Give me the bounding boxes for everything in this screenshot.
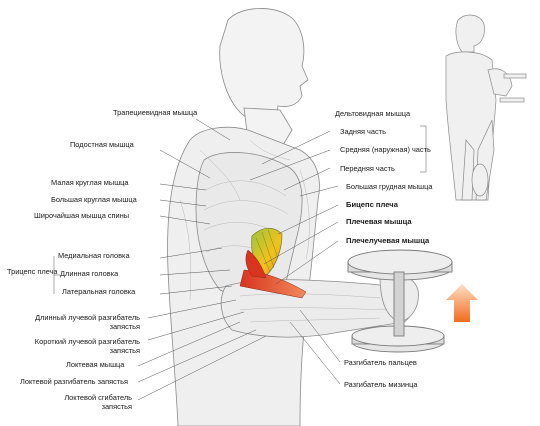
label-deltoid-front: Передняя часть (340, 164, 395, 173)
leader-lines-right (249, 125, 427, 385)
label-biceps: Бицепс плеча (346, 200, 398, 209)
label-teres-major: Большая круглая мышца (51, 195, 137, 204)
label-ecrl: Длинный лучевой разгибатель запястья (16, 313, 140, 331)
label-triceps-medial: Медиальная головка (58, 251, 130, 260)
label-ecrb-line1: Короткий лучевой разгибатель (34, 337, 140, 346)
brachialis-highlight (245, 249, 267, 279)
label-brachialis: Плечевая мышца (346, 217, 412, 226)
label-ext-digiti-minimi: Разгибатель мизинца (344, 380, 418, 389)
label-deltoid: Дельтовидная мышца (335, 109, 411, 118)
label-ecrl-line1: Длинный лучевой разгибатель (35, 313, 140, 322)
label-deltoid-rear: Задняя часть (340, 127, 386, 136)
label-fcu-line1: Локтевой сгибатель (64, 393, 132, 402)
label-pectoralis: Большая грудная мышца (346, 182, 433, 191)
label-anconeus: Локтевая мышца (66, 360, 125, 369)
label-triceps-lateral: Латеральная головка (62, 287, 136, 296)
label-ecrb-line2: запястья (109, 346, 140, 355)
label-triceps-long: Длинная головка (60, 269, 119, 278)
label-latissimus: Широчайшая мышца спины (34, 211, 130, 220)
biceps-fibers (255, 229, 279, 273)
label-triceps: Трицепс плеча (7, 267, 58, 276)
label-ecrb: Короткий лучевой разгибатель запястья (10, 337, 140, 355)
label-ecu: Локтевой разгибатель запястья (20, 377, 129, 386)
label-brachioradialis: Плечелучевая мышца (346, 236, 430, 245)
label-ecrl-line2: запястья (109, 322, 140, 331)
label-fcu-line2: запястья (101, 402, 132, 411)
label-deltoid-mid: Средняя (наружная) часть (340, 145, 431, 154)
label-trapezius: Трапециевидная мышца (113, 108, 198, 117)
leader-lines-left (53, 118, 267, 401)
label-teres-minor: Малая круглая мышца (51, 178, 129, 187)
label-ext-digitorum: Разгибатель пальцев (344, 358, 417, 367)
label-fcu: Локтевой сгибатель запястья (30, 393, 132, 411)
dumbbell (347, 249, 453, 353)
thumbnail-figure (445, 14, 527, 201)
label-infraspinatus: Подостная мышца (70, 140, 134, 149)
up-arrow-icon (446, 284, 478, 322)
